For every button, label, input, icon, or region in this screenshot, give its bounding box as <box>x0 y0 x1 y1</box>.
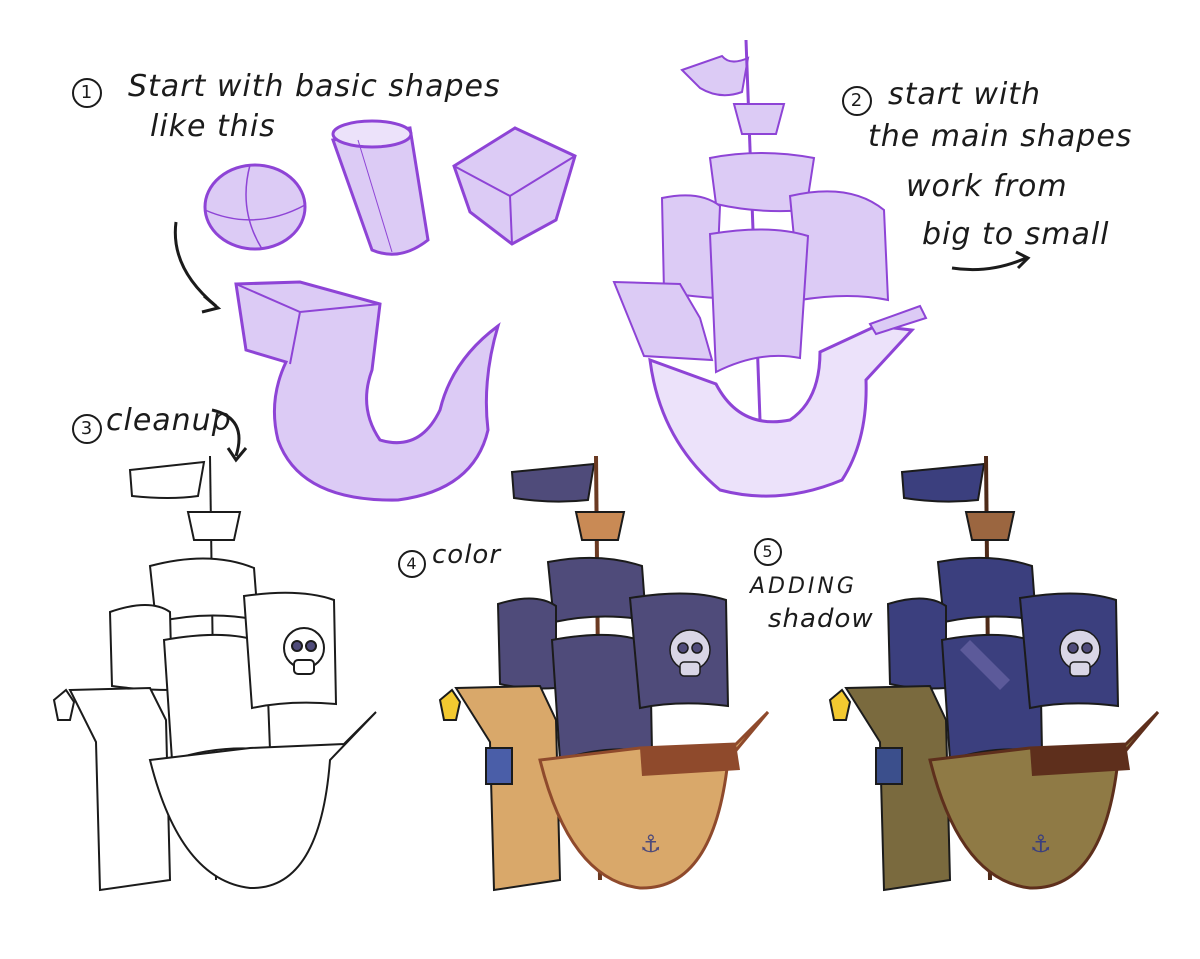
lantern-icon <box>438 688 462 721</box>
arrow-icon <box>211 408 241 457</box>
flag-icon <box>900 462 986 503</box>
step2-line1: start with <box>888 77 1042 112</box>
step5-number: 5 <box>754 536 782 566</box>
anchor-icon: ⚓ <box>1030 830 1052 858</box>
step5-line2: shadow <box>768 604 874 634</box>
cylinder-shape <box>330 119 430 256</box>
ship-colored: ⚓ <box>438 455 770 892</box>
step3-number: 3 <box>72 410 102 444</box>
step3-label: cleanup <box>106 403 232 438</box>
step4-number: 4 <box>398 548 426 578</box>
ship-main-shapes <box>612 39 928 498</box>
step2-line4: big to small <box>922 217 1110 252</box>
sphere-shape <box>203 163 307 251</box>
step2-line3: work from <box>906 169 1068 204</box>
flag-icon <box>128 460 206 499</box>
ship-shaded: ⚓ <box>828 455 1160 892</box>
step1-title: Start with basic shapes <box>128 69 501 104</box>
hull-basic-shape <box>234 280 501 502</box>
arrow-icon <box>951 256 1027 272</box>
step5-line1: ADDING <box>750 574 857 599</box>
flag-icon <box>510 462 596 503</box>
step2-number: 2 <box>842 82 872 116</box>
cube-shape <box>452 126 577 246</box>
step1-number: 1 <box>72 74 102 108</box>
anchor-icon: ⚓ <box>640 830 662 858</box>
step2-line2: the main shapes <box>868 119 1133 154</box>
ship-lineart <box>52 455 377 892</box>
step4-label: color <box>432 540 502 570</box>
lantern-icon <box>828 688 852 721</box>
step1-subtitle: like this <box>150 109 276 144</box>
arrow-icon <box>173 221 217 308</box>
lantern-icon <box>52 688 76 721</box>
